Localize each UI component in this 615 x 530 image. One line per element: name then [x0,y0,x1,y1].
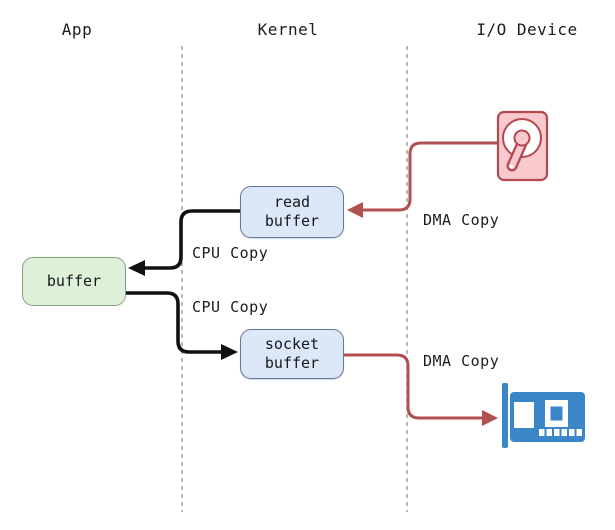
cpu-arrow-read-buffer-to-buffer [128,209,242,276]
app-buffer-label: buffer [46,272,102,291]
cpu-arrow-buffer-to-socket-buffer [124,291,238,360]
app-buffer-node: buffer [22,257,126,306]
network-card-icon [502,383,585,448]
dma-copy-label-top: DMA Copy [423,211,500,229]
socket-buffer-node: socket buffer [240,329,344,379]
column-header-app: App [61,20,93,39]
cpu-copy-label-bottom: CPU Copy [192,298,269,316]
read-buffer-node: read buffer [240,186,344,238]
read-buffer-label-line2: buffer [264,212,320,230]
column-header-kernel: Kernel [257,20,319,39]
dma-arrow-socket-buffer-to-nic [343,353,498,426]
column-header-io-device: I/O Device [476,20,578,39]
hard-disk-icon [496,110,549,182]
dma-arrow-disk-to-read-buffer [347,141,501,218]
cpu-copy-label-top: CPU Copy [192,244,269,262]
read-buffer-label-line1: read [273,193,311,212]
socket-buffer-label-line1: socket [264,335,320,354]
dma-copy-label-bottom: DMA Copy [423,352,500,370]
socket-buffer-label-line2: buffer [264,354,320,372]
